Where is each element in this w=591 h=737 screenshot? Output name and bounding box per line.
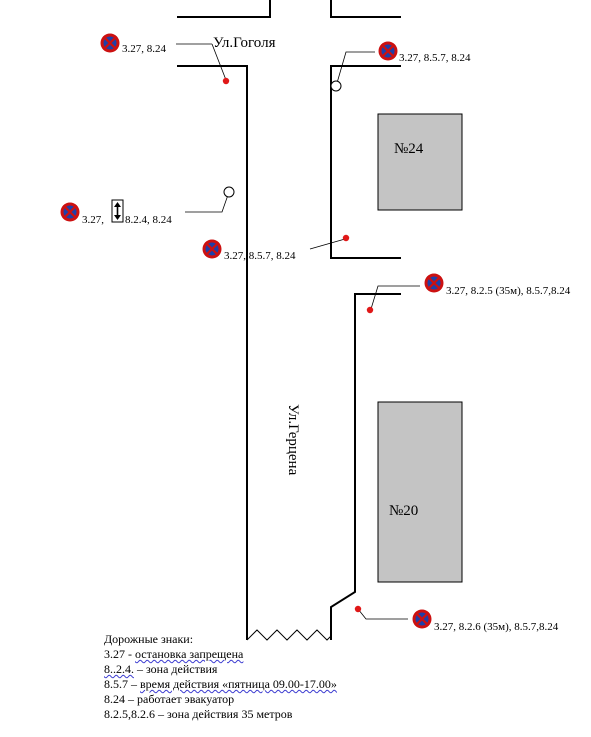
- leader-line-5: [309, 238, 346, 250]
- road-cut-zigzag: [246, 629, 332, 641]
- red-dot-icon: [222, 77, 230, 85]
- legend-item: 8.5.7 – время действия «пятница 09.00-17…: [104, 677, 544, 692]
- sign-label-zone-left-suffix: 8.2.4, 8.24: [125, 214, 172, 226]
- leader-line-6: [370, 285, 420, 310]
- road-edges: [177, 0, 401, 640]
- legend-item-text: время действия «пятница 09.00-17.00»: [140, 677, 337, 691]
- legend-item-separator: -: [125, 647, 135, 661]
- sign-label-gogolya-left: 3.27, 8.24: [122, 43, 167, 55]
- legend-item-code: 8..2.4.: [104, 662, 134, 676]
- red-dot-icon: [366, 306, 374, 314]
- legend-item-separator: –: [155, 707, 167, 721]
- legend-item-separator: –: [125, 692, 137, 706]
- legend-item-code: 8.5.7: [104, 677, 128, 691]
- no-stopping-sign-icon: [99, 32, 121, 54]
- street-label-gertsena: Ул.Герцена: [285, 404, 301, 476]
- legend-item-text: зона действия 35 метров: [167, 707, 293, 721]
- legend-item: 8..2.4. – зона действия: [104, 662, 544, 677]
- road-edge-top-right: [330, 0, 401, 18]
- legend: Дорожные знаки: 3.27 - остановка запреще…: [104, 632, 544, 722]
- circle-marker-icon: [330, 80, 342, 92]
- sign-label-middle: 3.27, 8.5.7, 8.24: [224, 250, 296, 262]
- legend-item-code: 8.24: [104, 692, 125, 706]
- legend-item-separator: –: [128, 677, 140, 691]
- leader-line-7: [357, 608, 408, 620]
- legend-item-code: 3.27: [104, 647, 125, 661]
- circle-marker-icon: [223, 186, 235, 198]
- legend-title: Дорожные знаки:: [104, 632, 194, 646]
- legend-item: 8.24 – работает эвакуатор: [104, 692, 544, 707]
- sign-label-house-20-bottom: 3.27, 8.2.6 (35м), 8.5.7,8.24: [434, 621, 559, 633]
- legend-item-separator: –: [134, 662, 146, 676]
- no-stopping-sign-icon: [59, 201, 81, 223]
- road-edge-right-lower: [330, 293, 401, 640]
- legend-item-code: 8.2.5,8.2.6: [104, 707, 155, 721]
- leader-line-4: [185, 191, 230, 213]
- no-stopping-sign-icon: [377, 40, 399, 62]
- sign-label-zone-left-prefix: 3.27,: [82, 214, 104, 226]
- legend-item: 3.27 - остановка запрещена: [104, 647, 544, 662]
- house-20: [377, 401, 463, 583]
- house-24: [377, 113, 463, 211]
- no-stopping-sign-icon: [423, 272, 445, 294]
- red-dot-icon: [342, 234, 350, 242]
- legend-item-text: работает эвакуатор: [137, 692, 235, 706]
- legend-item: 8.2.5,8.2.6 – зона действия 35 метров: [104, 707, 544, 722]
- leader-lines: [176, 43, 420, 620]
- legend-item-text: зона действия: [146, 662, 218, 676]
- legend-item-text: остановка запрещена: [135, 647, 244, 661]
- house-24-label: №24: [394, 141, 424, 157]
- road-edge-top-left: [177, 0, 271, 18]
- house-20-label: №20: [389, 503, 418, 519]
- road-edge-right-upper: [330, 65, 401, 259]
- sign-label-house-20-top: 3.27, 8.2.5 (35м), 8.5.7,8.24: [446, 285, 571, 297]
- double-arrow-plate-icon: [111, 199, 124, 223]
- road-edge-left: [177, 65, 248, 640]
- street-label-gogolya: Ул.Гоголя: [213, 35, 276, 51]
- no-stopping-sign-icon: [411, 608, 433, 630]
- red-dot-icon: [354, 605, 362, 613]
- no-stopping-sign-icon: [201, 238, 223, 260]
- sign-label-gogolya-right: 3.27, 8.5.7, 8.24: [399, 52, 471, 64]
- leader-line-2: [211, 43, 227, 81]
- leader-line-3: [336, 51, 375, 84]
